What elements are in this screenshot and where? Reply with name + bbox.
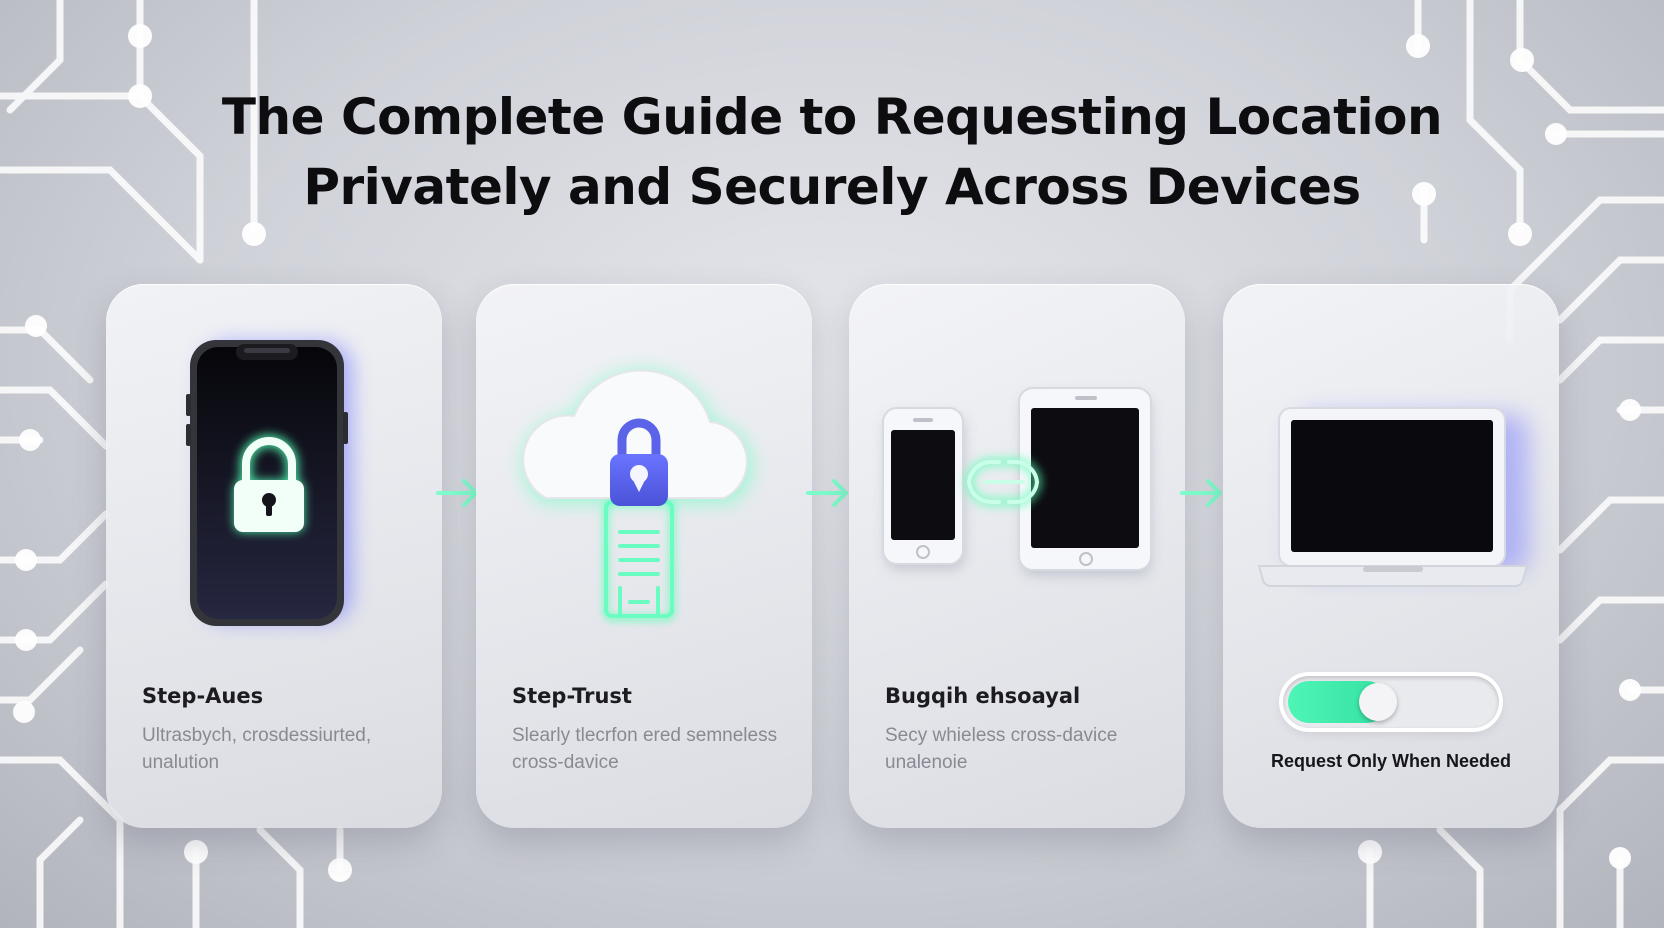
step-card-3: Bugqih ehsoayal Secy whieless cross-davi… (849, 284, 1185, 828)
toggle-knob[interactable] (1359, 683, 1397, 721)
toggle-label: Request Only When Needed (1270, 751, 1512, 771)
location-request-toggle[interactable] (1283, 676, 1499, 728)
step-description: Secy whieless cross-davice unalenoie (885, 725, 1118, 773)
title-line-1: The Complete Guide to Requesting Locatio… (221, 88, 1443, 146)
laptop-icon (1257, 407, 1529, 587)
step-title: Bugqih ehsoayal (885, 684, 1081, 708)
arrow-right-icon (1180, 479, 1222, 507)
step-card-2: Step-Trust Slearly tlecrfon ered semnele… (476, 284, 812, 828)
page-title: The Complete Guide to Requesting Locatio… (0, 82, 1664, 222)
cloud-lock-icon (522, 369, 753, 621)
step-card-1: Step-Aues Ultrasbych, crosdessiurted, un… (106, 284, 442, 828)
step-title: Step-Trust (512, 684, 632, 708)
step-description: Slearly tlecrfon ered semneless cross-da… (512, 725, 778, 773)
title-line-2: Privately and Securely Across Devices (303, 158, 1361, 216)
step-title: Step-Aues (142, 684, 264, 708)
step-card-4: Request Only When Needed (1223, 284, 1559, 828)
device-sync-icon (882, 387, 1152, 576)
step-description: Ultrasbych, crosdessiurted, unalution (142, 725, 372, 773)
locked-phone-icon (186, 340, 352, 626)
arrow-right-icon (436, 479, 478, 507)
arrow-right-icon (806, 479, 848, 507)
